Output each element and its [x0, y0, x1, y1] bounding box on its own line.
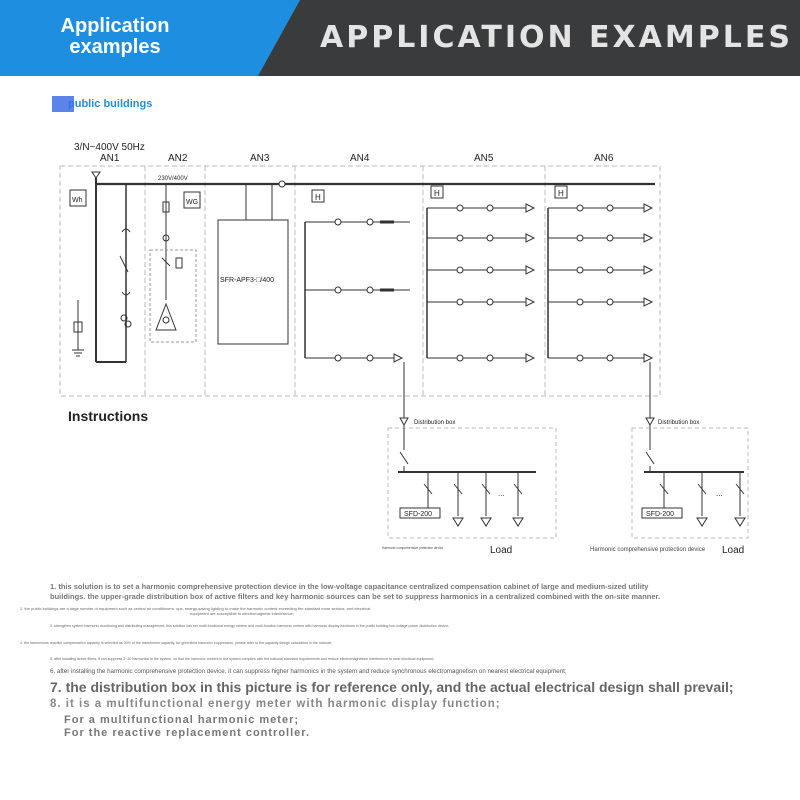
load-right-label: Load [722, 545, 744, 556]
section-label-text: public buildings [68, 97, 153, 110]
note-5: 5. after installing active filters, it c… [50, 657, 435, 661]
meter-wh-box: Wh [69, 189, 87, 207]
incoming-feeder [91, 171, 132, 363]
note-1b: buildings. the upper-grade distribution … [50, 592, 661, 601]
header-banner: Application examples APPLICATION EXAMPLE… [0, 0, 800, 76]
distribution-box-right: Distribution box ... SFD-200 [631, 420, 749, 539]
supply-label: 3/N~400V 50Hz [74, 142, 145, 153]
note-7: 7. the distribution box in this picture … [50, 679, 734, 695]
feeder-drop-right-arrow [645, 417, 655, 427]
note-1a: 1. this solution is to set a harmonic co… [50, 582, 649, 591]
cabinet-dividers [144, 166, 546, 396]
single-line-diagram: 3/N~400V 50Hz AN1 AN2 AN3 AN4 AN5 AN6 23… [59, 142, 749, 556]
an2-voltage-label: 230V/400V [158, 176, 188, 182]
meter-wg-label: WG [186, 199, 198, 206]
section-label-marker [52, 96, 74, 112]
an5-meter-label: H [434, 189, 440, 198]
section-label: public buildings [52, 96, 152, 112]
an4-harmonic-meter: H [311, 189, 325, 203]
note-6: 6. after installing the harmonic compreh… [50, 668, 567, 675]
cabinet-outline [59, 165, 661, 397]
meter-wh-label: Wh [72, 197, 83, 204]
earth-branch-an1 [72, 300, 84, 357]
meter-wg-box: WG [183, 191, 201, 209]
protection-right-label: Harmonic comprehensive protection device [590, 547, 706, 553]
distribution-box-left-label: Distribution box [414, 420, 455, 426]
instructions-heading: Instructions [68, 408, 149, 424]
note-8-sub-1: For a multifunctional harmonic meter; [64, 714, 300, 726]
column-label-an6: AN6 [594, 153, 614, 164]
an6-outgoing-feeders [548, 203, 654, 363]
note-3: 3. strengthen system harmonic monitoring… [50, 624, 450, 628]
an4-meter-label: H [315, 193, 321, 202]
header-badge-text: Application examples [60, 15, 170, 58]
distribution-box-right-label: Distribution box [658, 420, 699, 426]
distribution-box-left-dots: ... [498, 489, 505, 498]
note-2a: 2. the public buildings are a large numb… [20, 606, 371, 611]
an2-feeder [149, 184, 197, 343]
note-8-sub-2: For the reactive replacement controller. [64, 727, 311, 739]
apf-device-label: SFR-APF3-□/400 [220, 277, 274, 284]
distribution-box-left: Distribution box ... SFD-200 [387, 420, 557, 539]
header-title: APPLICATION EXAMPLES [320, 20, 793, 55]
header-badge: Application examples [0, 0, 300, 76]
note-8: 8. it is a multifunctional energy meter … [50, 698, 501, 710]
distribution-box-right-dots: ... [716, 489, 723, 498]
an6-meter-label: H [558, 189, 564, 198]
an4-outgoing-feeders [305, 218, 410, 363]
an3-active-filter: SFR-APF3-□/400 [217, 180, 289, 345]
an5-outgoing-feeders [427, 203, 536, 363]
column-label-an4: AN4 [350, 153, 370, 164]
note-4: 4. the harmonious reactive compensation … [20, 641, 332, 645]
an6-harmonic-meter: H [554, 185, 568, 199]
sfd-right-label: SFD-200 [646, 511, 674, 518]
column-label-an5: AN5 [474, 153, 494, 164]
sfd-left-label: SFD-200 [404, 511, 432, 518]
column-label-an1: AN1 [100, 153, 120, 164]
an5-harmonic-meter: H [430, 185, 444, 199]
feeder-drop-left-arrow [399, 417, 409, 427]
column-label-an3: AN3 [250, 153, 270, 164]
column-label-an2: AN2 [168, 153, 188, 164]
protection-left-label: Harmonic comprehensive protection device [382, 546, 443, 550]
note-2b: equipment are susceptible to electromagn… [190, 611, 294, 616]
load-left-label: Load [490, 545, 512, 556]
